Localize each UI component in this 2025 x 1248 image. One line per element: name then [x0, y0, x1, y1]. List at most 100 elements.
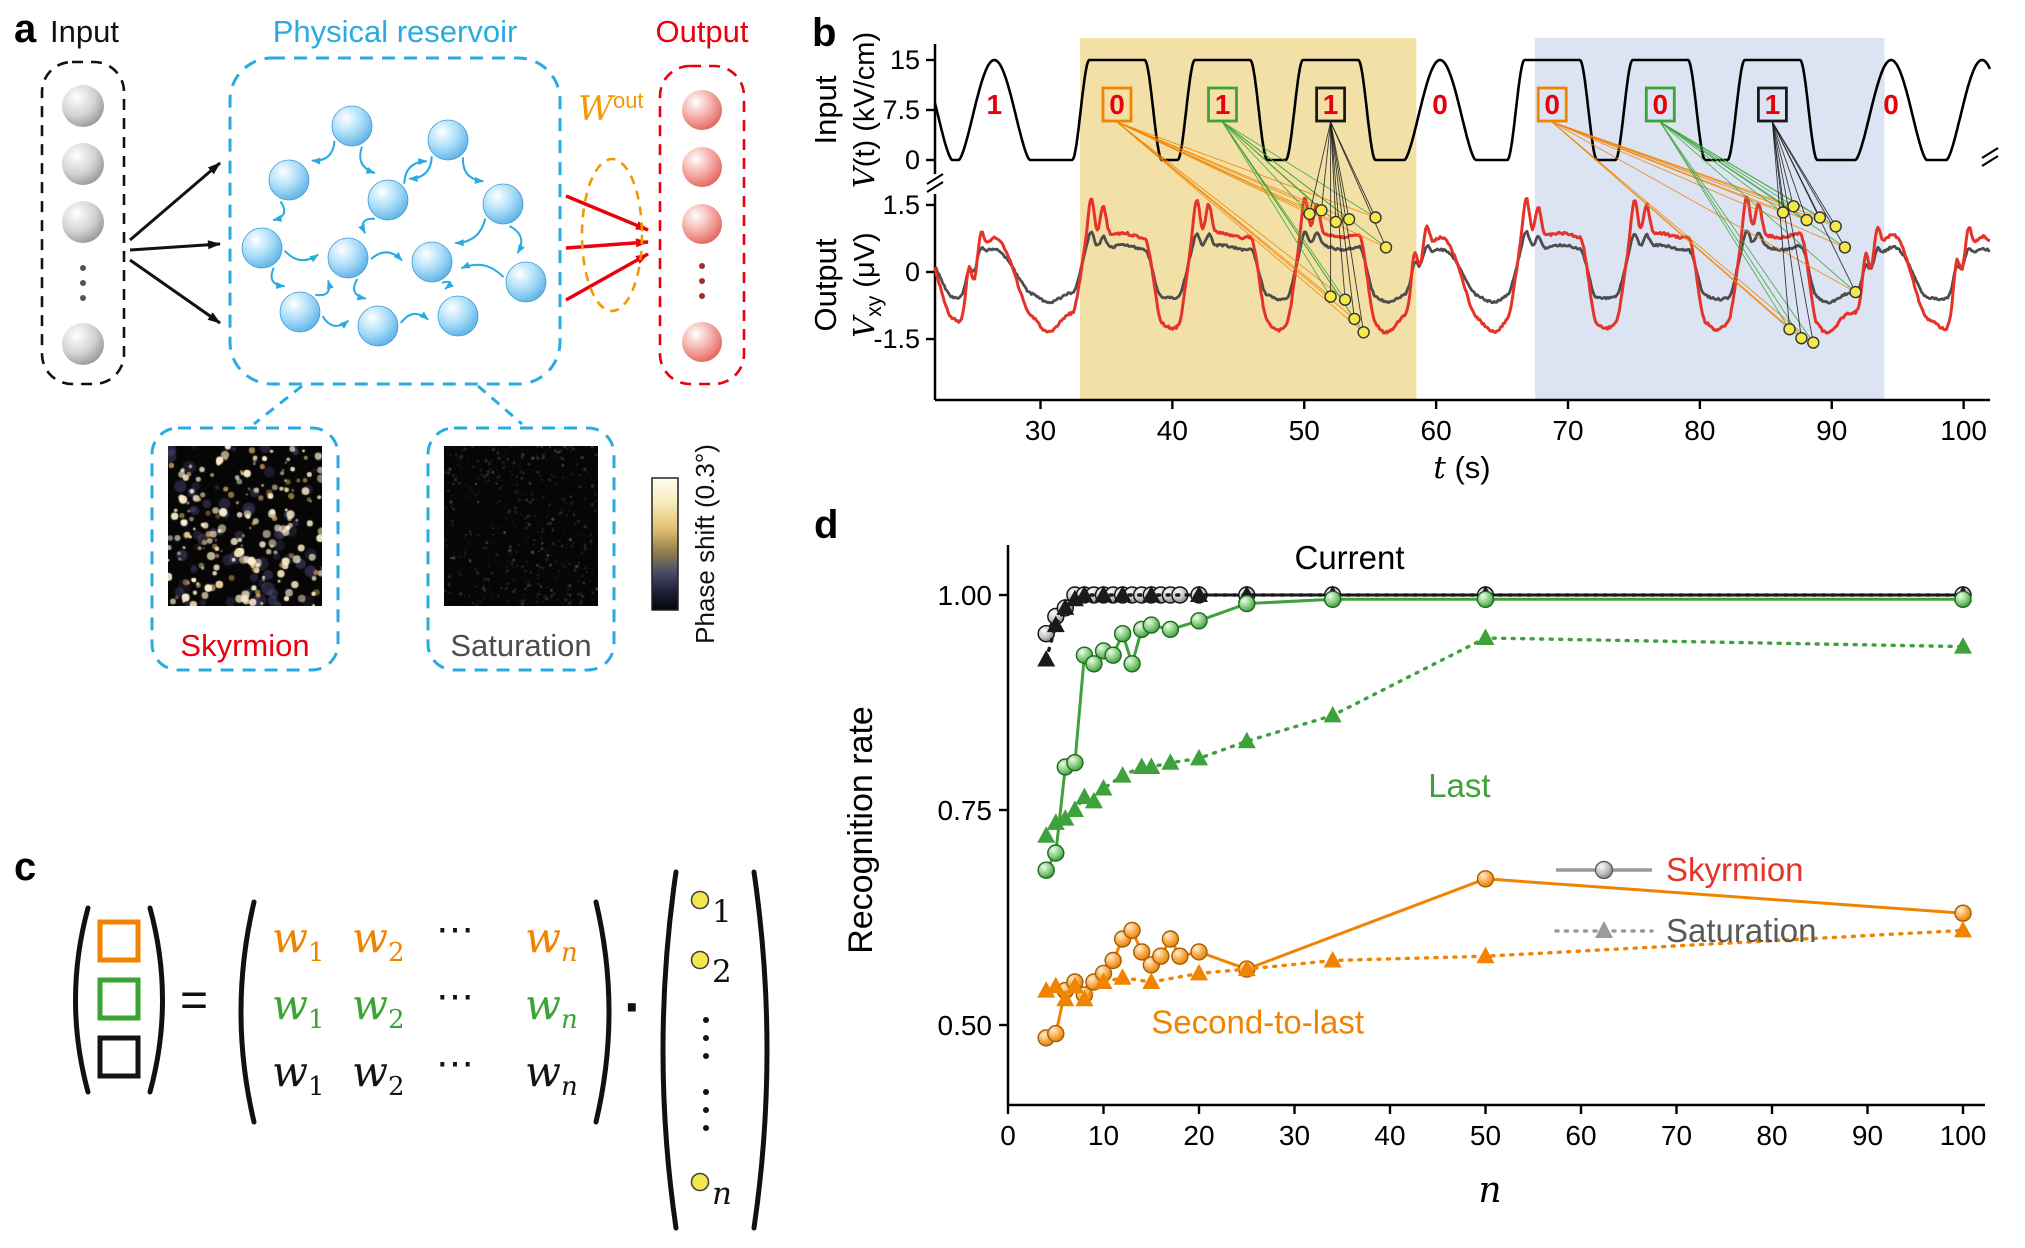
panel-a-label: a — [14, 7, 37, 51]
data-point-triangle — [1065, 800, 1084, 817]
data-point-circle — [1104, 646, 1122, 664]
xtick: 50 — [1470, 1120, 1501, 1151]
shaded-regions — [1080, 38, 1885, 400]
xtick: 70 — [1661, 1120, 1692, 1151]
panel-d-ylabel: Recognition rate — [842, 706, 880, 954]
skyrmion-label: Skyrmion — [180, 628, 309, 663]
xtick: 80 — [1756, 1120, 1787, 1151]
data-point-triangle — [1046, 615, 1065, 633]
data-point-triangle — [1084, 791, 1103, 809]
vector-vdots — [703, 1017, 709, 1131]
weight-entry: w2 — [352, 1047, 405, 1102]
reservoir-node — [279, 291, 321, 333]
sample-dot — [1379, 241, 1393, 254]
data-point-triangle — [1190, 748, 1208, 766]
reservoir-edge — [353, 278, 367, 301]
annotation: Current — [1295, 539, 1405, 576]
sample-line — [1320, 121, 1332, 211]
skyrmion-box — [150, 426, 340, 672]
legend: Skyrmion Saturation — [1554, 851, 1816, 949]
reservoir-edge — [284, 250, 319, 263]
reservoir-edge — [403, 157, 428, 184]
data-point-circle — [1954, 904, 1972, 922]
neuron-sample-dot — [690, 950, 710, 970]
ytick: 0.75 — [938, 795, 993, 826]
sample-dot — [1800, 213, 1813, 227]
sample-line — [1659, 121, 1802, 339]
data-point-circle — [1238, 594, 1256, 613]
paren-close — [593, 899, 612, 1125]
input-neurons — [62, 85, 104, 365]
panel-b-curves — [933, 58, 1992, 335]
reservoir-edge — [311, 140, 336, 165]
bit-box — [1101, 86, 1133, 123]
data-point-triangle — [1094, 972, 1113, 989]
colorbar — [651, 477, 679, 611]
reservoir-node — [437, 295, 479, 337]
input-neuron — [62, 323, 104, 365]
sample-line — [1116, 121, 1364, 333]
panel-b-label: b — [812, 11, 836, 55]
reservoir-edge — [358, 217, 375, 234]
input-arrow — [129, 161, 221, 242]
sample-line — [1552, 121, 1807, 221]
connector — [253, 384, 303, 426]
xtick: 80 — [1684, 415, 1715, 446]
reservoir-title: Physical reservoir — [273, 14, 518, 49]
output-neuron — [682, 322, 722, 362]
sample-dot — [1329, 215, 1343, 229]
data-point-triangle — [1075, 787, 1094, 805]
annotation: Second-to-last — [1151, 1004, 1364, 1041]
sample-dot — [1338, 293, 1352, 306]
equals-sign: = — [180, 974, 208, 1027]
input-neuron — [62, 143, 104, 185]
xtick: 40 — [1374, 1120, 1405, 1151]
weight-entry: w2 — [352, 913, 405, 968]
weight-entry: w1 — [272, 1047, 325, 1102]
sample-line — [1660, 121, 1856, 293]
bit-value: 1 — [1323, 89, 1339, 120]
data-point-circle — [1123, 921, 1141, 940]
weight-entry: wn — [525, 980, 578, 1035]
data-point-triangle — [1113, 585, 1132, 602]
panel-d-series — [1037, 585, 1972, 1047]
paren-open — [73, 905, 91, 1095]
skyrmion-texture — [168, 446, 322, 606]
xtick: 50 — [1289, 415, 1320, 446]
reservoir-node — [505, 261, 547, 303]
sample-line — [1116, 121, 1350, 220]
reservoir-node — [268, 159, 310, 201]
reservoir-edge — [321, 315, 350, 329]
sample-line — [1660, 121, 1794, 207]
vdots — [703, 1125, 709, 1131]
data-point-circle — [1104, 951, 1122, 970]
sample-line — [1660, 121, 1836, 227]
data-point-circle — [1476, 870, 1495, 888]
current-square — [97, 1035, 141, 1079]
data-point-circle — [1085, 655, 1103, 673]
reservoir-edge — [461, 157, 484, 184]
output-neuron — [682, 147, 722, 187]
sample-dot — [1315, 204, 1328, 217]
output-neuron — [682, 204, 722, 244]
paren-close — [751, 869, 770, 1231]
data-point-triangle — [1237, 731, 1256, 749]
bit-box — [1757, 86, 1788, 123]
output-axis-word: Output — [808, 238, 843, 331]
vector-index: n — [712, 1176, 732, 1212]
data-point-triangle — [1037, 981, 1056, 998]
output-title: Output — [655, 14, 748, 49]
sample-line — [1330, 121, 1350, 220]
reservoir-edge — [441, 280, 454, 290]
vector-index: 2 — [712, 954, 732, 990]
vdots — [703, 1089, 709, 1095]
weight-entry: w1 — [272, 980, 325, 1035]
data-point-triangle — [1046, 976, 1065, 994]
panel-a-schematic: a Input Physical reservoir Output Wout — [14, 7, 749, 672]
sample-line — [1116, 121, 1346, 301]
data-point-circle — [1142, 616, 1160, 634]
saturation-label: Saturation — [450, 628, 591, 663]
